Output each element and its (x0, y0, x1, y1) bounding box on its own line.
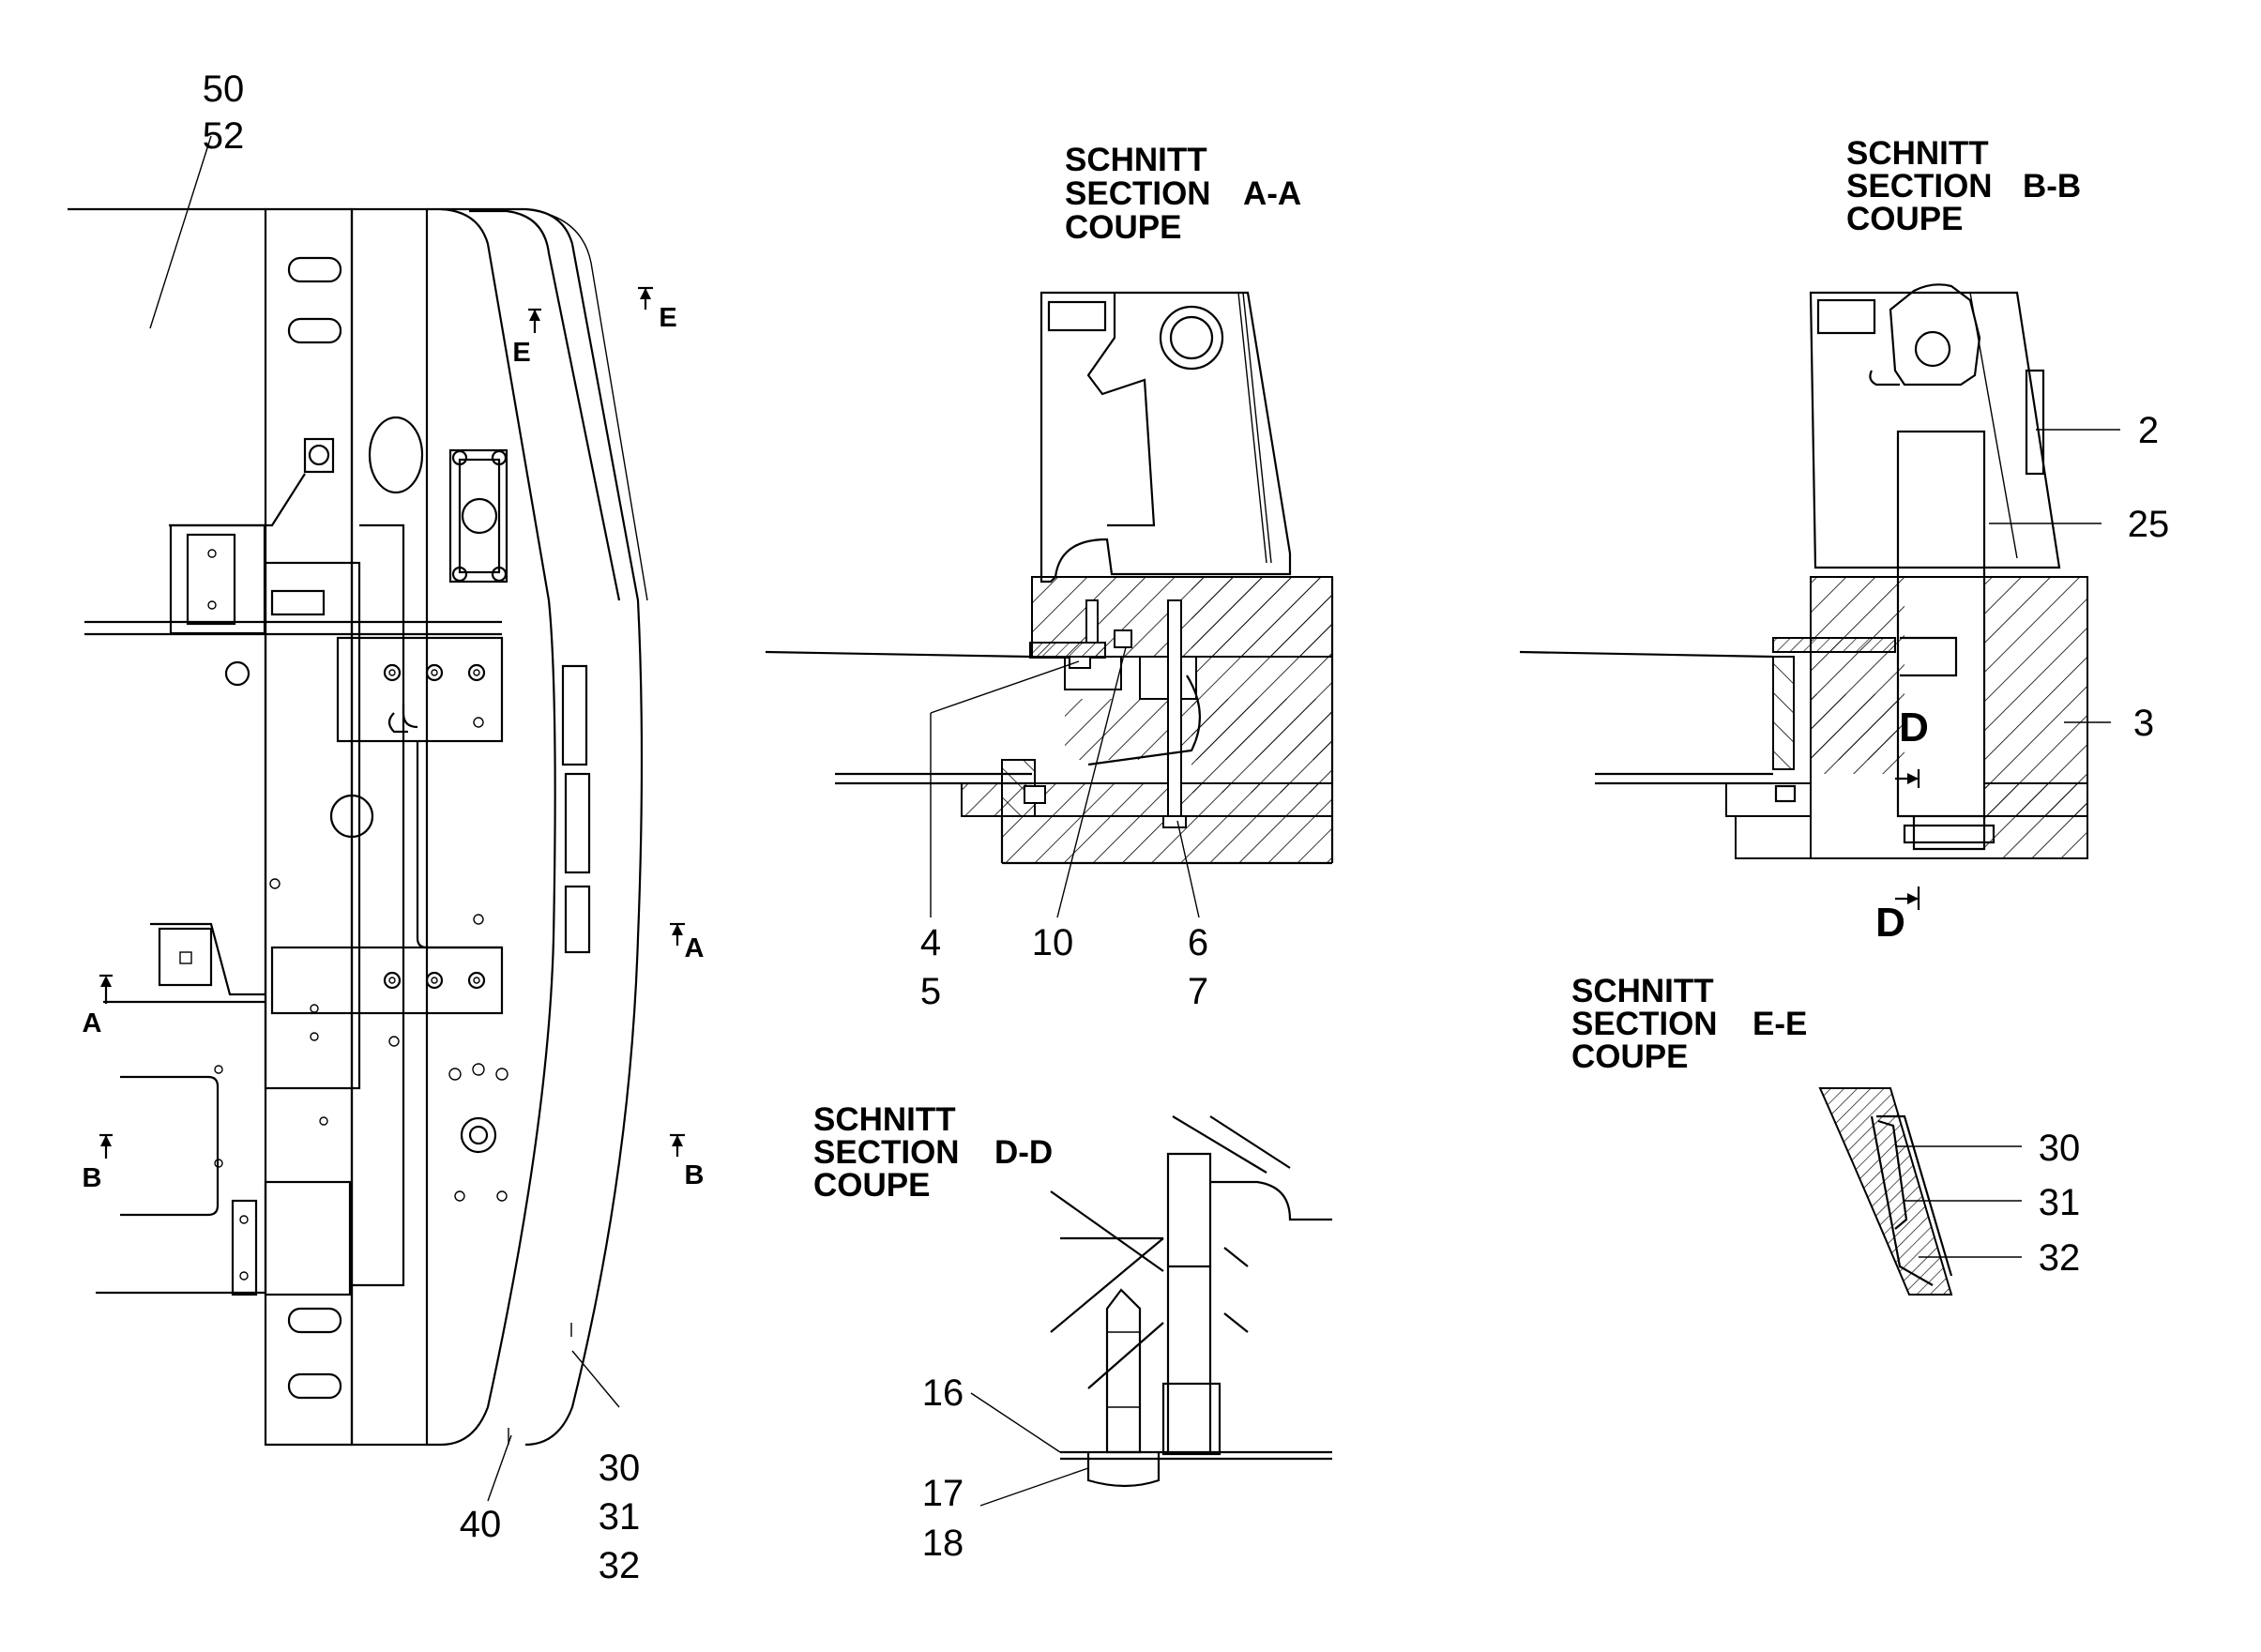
callout-3: 3 (2133, 703, 2154, 744)
callout-e32: 32 (2039, 1237, 2081, 1279)
callout-6: 6 (1188, 922, 1208, 963)
section-dd-title-fr: COUPE (813, 1167, 930, 1204)
callout-16: 16 (922, 1372, 964, 1414)
callout-e31: 31 (2039, 1182, 2081, 1223)
callout-10: 10 (1032, 922, 1074, 963)
section-arrow-e-inner (528, 308, 541, 333)
section-dd-title-de: SCHNITT (813, 1101, 956, 1138)
callout-18: 18 (922, 1523, 964, 1564)
section-aa-title-fr: COUPE (1065, 209, 1181, 246)
section-dd-id: D-D (994, 1134, 1053, 1171)
callout-e30: 30 (2039, 1128, 2081, 1169)
section-bb-title-fr: COUPE (1846, 201, 1963, 237)
section-dd-title-en: SECTION (813, 1134, 960, 1171)
callout-40: 40 (460, 1504, 502, 1545)
section-dd-drawing (1050, 1115, 1332, 1488)
callout-17: 17 (922, 1473, 964, 1514)
section-bb-drawing (1519, 283, 2088, 859)
callout-32: 32 (599, 1545, 641, 1586)
callout-52: 52 (203, 115, 245, 157)
section-aa-leaders (930, 646, 1200, 918)
callout-2: 2 (2138, 410, 2159, 451)
section-dd-leaders (970, 1392, 1089, 1507)
callout-4: 4 (920, 922, 941, 963)
section-ee-title-de: SCHNITT (1571, 973, 1714, 1009)
section-arrow-b-right (670, 1133, 685, 1157)
callout-5: 5 (920, 971, 941, 1012)
section-aa-drawing (765, 291, 1334, 865)
section-ee-title-en: SECTION (1571, 1006, 1718, 1042)
section-bb-id: B-B (2023, 168, 2081, 205)
section-arrow-d-lower (1895, 887, 1920, 910)
marker-a-right: A (685, 933, 705, 963)
callout-7: 7 (1188, 971, 1208, 1012)
section-bb-title: SCHNITT SECTION COUPE B-B (1846, 135, 2081, 237)
callout-25: 25 (2128, 504, 2170, 545)
section-ee-title-fr: COUPE (1571, 1038, 1688, 1075)
callout-31: 31 (599, 1496, 641, 1538)
section-aa-id: A-A (1243, 175, 1301, 212)
main-view (68, 207, 648, 1447)
marker-e-inner: E (512, 338, 530, 368)
section-arrow-a-left (99, 974, 113, 1004)
callout-50: 50 (203, 68, 245, 110)
callout-30: 30 (599, 1447, 641, 1489)
section-bb-title-de: SCHNITT (1846, 135, 1989, 172)
section-aa-title-en: SECTION (1065, 175, 1211, 212)
section-ee-id: E-E (1753, 1006, 1807, 1042)
marker-b-left: B (83, 1163, 102, 1193)
section-aa-title-de: SCHNITT (1065, 142, 1207, 178)
main-leaders (149, 135, 620, 1502)
marker-d-upper: D (1899, 705, 1929, 750)
section-ee-title: SCHNITT SECTION COUPE E-E (1571, 973, 1807, 1075)
section-arrow-d-upper (1895, 769, 1920, 788)
section-aa-title: SCHNITT SECTION COUPE A-A (1065, 142, 1301, 246)
section-ee-leaders (1895, 1145, 2022, 1258)
marker-b-right: B (685, 1160, 705, 1190)
marker-d-lower: D (1875, 900, 1905, 946)
marker-a-left: A (83, 1008, 102, 1038)
section-ee-drawing (1818, 1087, 1953, 1296)
section-arrow-e-outer (638, 286, 653, 310)
section-dd-title: SCHNITT SECTION COUPE D-D (813, 1101, 1053, 1204)
section-bb-title-en: SECTION (1846, 168, 1993, 205)
section-bb-leaders (1989, 429, 2120, 723)
section-arrow-b-left (99, 1133, 113, 1159)
section-arrow-a-right (670, 922, 685, 946)
marker-e-outer: E (659, 303, 676, 333)
